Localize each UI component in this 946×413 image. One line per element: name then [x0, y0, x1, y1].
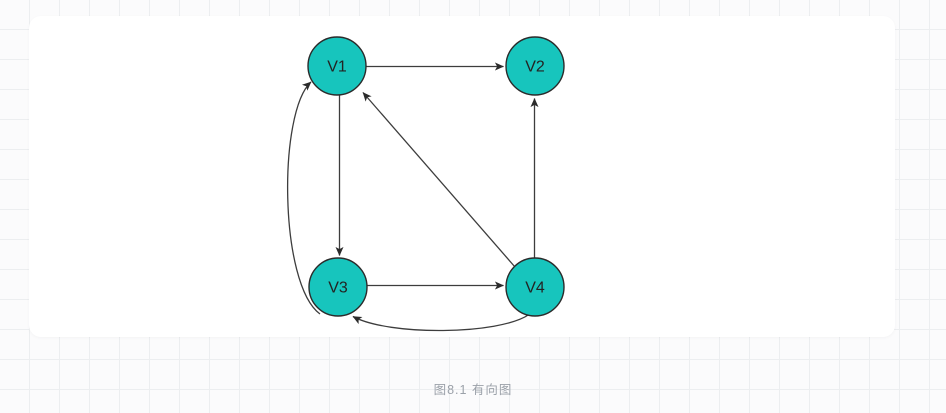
node-circle-v1[interactable] [307, 36, 367, 96]
figure-card: V1 V2 V3 V4 [29, 16, 895, 337]
graph-node-v1[interactable]: V1 [307, 36, 367, 96]
graph-node-v3[interactable]: V3 [308, 257, 368, 317]
graph-node-v4[interactable]: V4 [505, 257, 565, 317]
edge-v4-v1 [362, 92, 516, 268]
graph-node-v2[interactable]: V2 [505, 36, 565, 96]
node-circle-v3[interactable] [308, 257, 368, 317]
directed-graph-canvas: V1 V2 V3 V4 [286, 36, 565, 332]
figure-caption: 图8.1 有向图 [433, 383, 513, 397]
edge-v3-v1 [286, 81, 321, 315]
edge-layer [286, 62, 539, 332]
node-circle-v4[interactable] [505, 257, 565, 317]
edge-v4-v3 [352, 313, 530, 332]
node-circle-v2[interactable] [505, 36, 565, 96]
